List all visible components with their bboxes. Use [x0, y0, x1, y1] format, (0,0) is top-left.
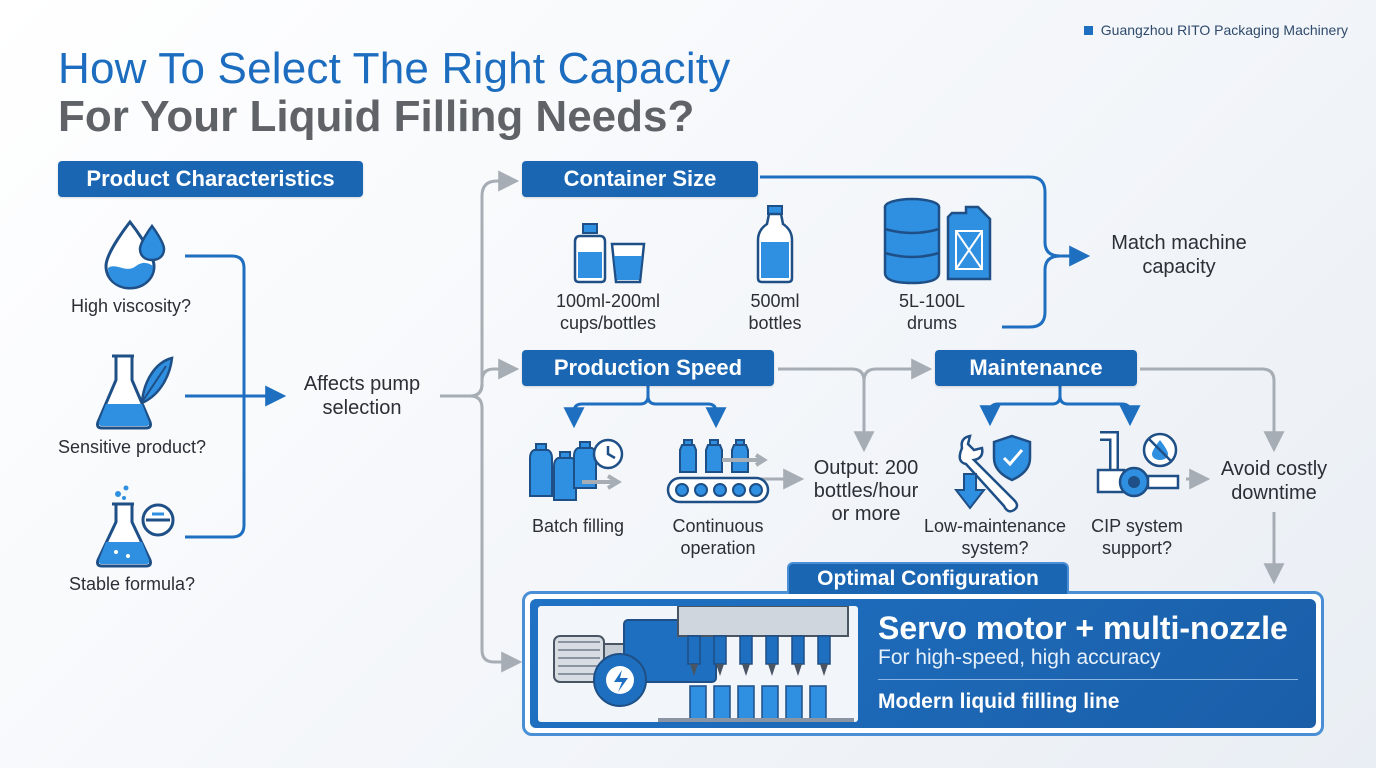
liquid-drops-icon [104, 219, 166, 290]
container-small-label: 100ml-200ml cups/bottles [544, 290, 672, 334]
continuous-line1: Continuous [672, 516, 764, 536]
batch-bottles-clock-icon [529, 438, 624, 501]
brand-name: Guangzhou RITO Packaging Machinery [1100, 22, 1348, 38]
stable-formula-label: Stable formula? [68, 574, 196, 594]
production-speed-heading: Production Speed [522, 350, 774, 386]
cip-line2: support? [1101, 538, 1173, 558]
flask-stabilizer-icon [96, 485, 175, 568]
page-title-line1: How To Select The Right Capacity [58, 44, 731, 93]
container-large-line1: 5L-100L [898, 291, 966, 311]
container-large-line2: drums [906, 313, 957, 333]
continuous-operation-label: Continuous operation [658, 515, 778, 559]
bottle-cup-icon [573, 223, 646, 284]
container-medium-line2: bottles [748, 313, 802, 333]
match-machine-line2: capacity [1142, 256, 1216, 278]
servo-title: Servo motor + multi-nozzle [878, 610, 1288, 646]
high-viscosity-label: High viscosity? [70, 296, 192, 316]
optimal-configuration-tab: Optimal Configuration [787, 562, 1069, 594]
container-medium-label: 500ml bottles [730, 290, 820, 334]
avoid-downtime-label: Avoid costly downtime [1208, 457, 1340, 505]
batch-filling-label: Batch filling [531, 516, 625, 536]
continuous-line2: operation [680, 538, 756, 558]
match-machine-capacity-label: Match machine capacity [1092, 231, 1266, 279]
servo-divider [878, 679, 1298, 680]
container-small-line2: cups/bottles [559, 313, 657, 333]
container-small-line1: 100ml-200ml [555, 291, 661, 311]
pipe-pump-icon [1096, 431, 1180, 498]
low-maintenance-line1: Low-maintenance [923, 516, 1067, 536]
output-label: Output: 200 bottles/hour or more [800, 457, 932, 526]
output-line2: bottles/hour [813, 480, 919, 502]
sensitive-product-label: Sensitive product? [57, 437, 207, 457]
flask-feather-icon [96, 354, 174, 430]
output-line3: or more [831, 503, 901, 525]
conveyor-bottles-icon [666, 439, 770, 504]
container-medium-line1: 500ml [750, 291, 800, 311]
match-machine-line1: Match machine [1111, 232, 1247, 254]
product-characteristics-heading: Product Characteristics [58, 161, 363, 197]
affects-pump-selection-label: Affects pump selection [303, 373, 421, 419]
brand-label: Guangzhou RITO Packaging Machinery [1083, 22, 1348, 38]
output-line1: Output: 200 [813, 457, 919, 479]
filling-machine-illustration [538, 605, 858, 722]
servo-subtitle: For high-speed, high accuracy [878, 646, 1161, 669]
cip-line1: CIP system [1091, 516, 1183, 536]
cip-system-label: CIP system support? [1086, 515, 1188, 559]
brand-mark-icon [1083, 25, 1093, 35]
wrench-shield-icon [953, 434, 1032, 513]
page-title-line2: For Your Liquid Filling Needs? [58, 92, 695, 141]
maintenance-heading: Maintenance [935, 350, 1137, 386]
servo-note: Modern liquid filling line [878, 690, 1120, 713]
filling-machine-icon [553, 605, 854, 722]
low-maintenance-line2: system? [961, 538, 1029, 558]
container-size-heading: Container Size [522, 161, 758, 197]
bottle-icon [756, 205, 794, 284]
container-large-label: 5L-100L drums [880, 290, 984, 334]
avoid-downtime-line2: downtime [1231, 482, 1317, 504]
drum-jerrycan-icon [883, 197, 992, 285]
low-maintenance-label: Low-maintenance system? [912, 515, 1078, 559]
avoid-downtime-line1: Avoid costly [1220, 458, 1328, 480]
